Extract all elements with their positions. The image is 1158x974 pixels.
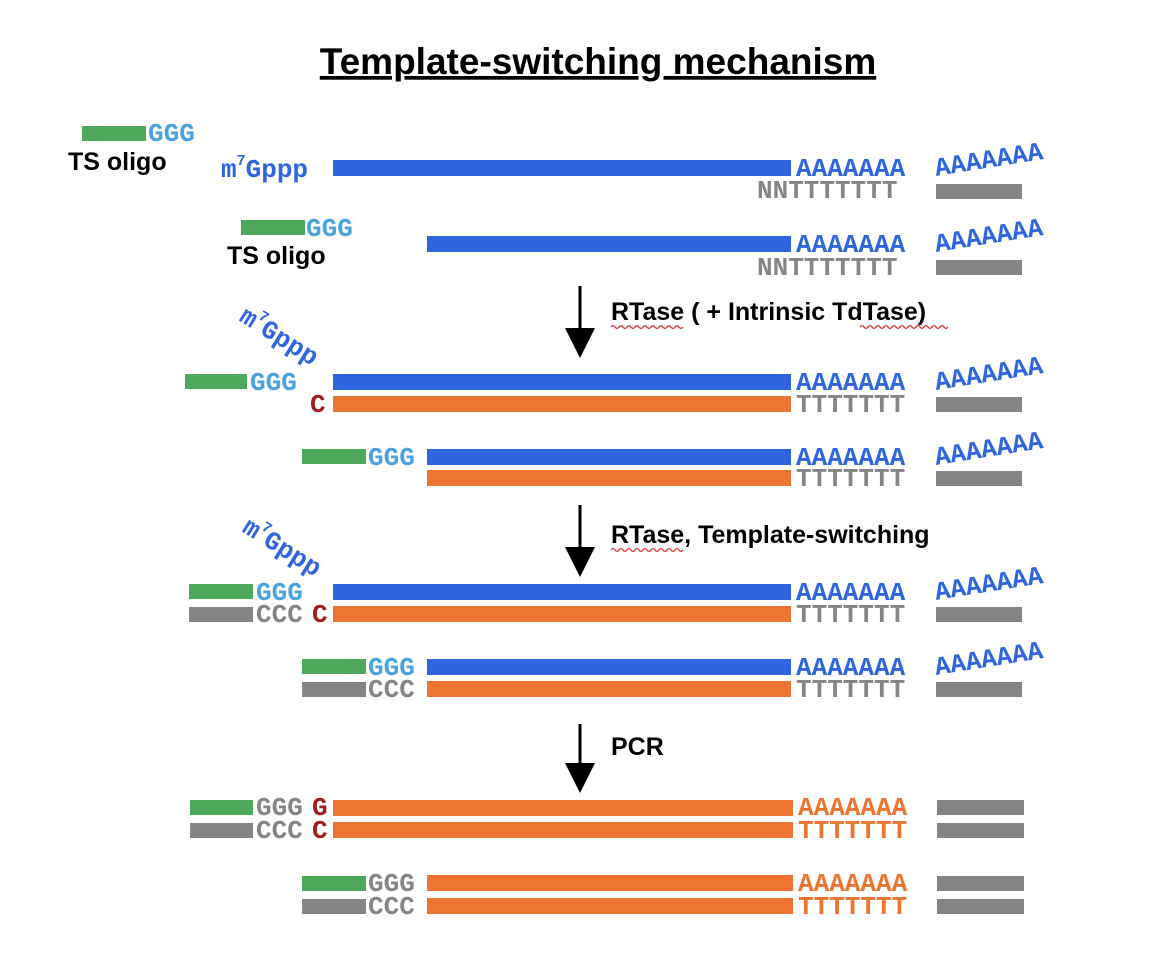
primer-bar	[936, 397, 1022, 412]
ts-oligo-ggg: GGG	[368, 653, 415, 683]
primer-bar	[302, 682, 366, 697]
mrna-strand	[427, 659, 791, 675]
ts-oligo-ggg: GGG	[256, 578, 303, 608]
poly-a: AAAAAAA	[796, 578, 906, 608]
mrna-strand	[427, 449, 791, 465]
mrna-strand	[333, 374, 791, 390]
ts-oligo-bar	[302, 449, 366, 464]
poly-t: TTTTTTT	[796, 675, 905, 705]
poly-a: AAAAAAA	[796, 230, 906, 260]
extra-g: G	[312, 793, 328, 823]
cdna-strand	[333, 800, 793, 816]
ts-oligo-bar	[190, 800, 253, 815]
spellcheck-underline	[610, 324, 684, 330]
step-3-arrow: PCR	[565, 724, 664, 793]
row-1-full-mrna: GGG TS oligo m7Gppp AAAAAAA AAAAAAA NNTT…	[68, 119, 1046, 206]
row-5-full-switched: m7Gppp GGG AAAAAAA AAAAAAA CCC C TTTTTTT	[189, 511, 1046, 630]
primer-bar	[936, 184, 1022, 199]
poly-t: TTTTTTT	[798, 816, 907, 846]
step-3-label: PCR	[611, 733, 664, 761]
primer-bar	[936, 260, 1022, 275]
poly-a-tail: AAAAAAA	[933, 351, 1046, 398]
ts-oligo-bar	[302, 876, 366, 891]
mrna-cap: m7Gppp	[221, 153, 308, 185]
poly-t: TTTTTTT	[796, 600, 905, 630]
primer-bar	[937, 876, 1024, 891]
page-title: Template-switching mechanism	[320, 41, 877, 82]
extra-c: C	[312, 600, 328, 630]
mrna-cap-flipped: m7Gppp	[237, 511, 328, 584]
mrna-cap-flipped: m7Gppp	[234, 300, 325, 373]
poly-a-tail: AAAAAAA	[933, 561, 1046, 608]
oligo-dt: NNTTTTTTT	[757, 253, 897, 283]
ts-oligo-bar	[82, 126, 146, 141]
poly-a-tail: AAAAAAA	[933, 426, 1046, 473]
primer-bar	[190, 823, 253, 838]
step-2-label: RTase, Template-switching	[611, 521, 930, 549]
cdna-strand	[427, 681, 791, 697]
ccc: CCC	[368, 675, 415, 705]
cdna-strand	[333, 606, 791, 622]
ccc: CCC	[256, 600, 303, 630]
poly-a: AAAAAAA	[796, 368, 906, 398]
poly-t: TTTTTTT	[798, 892, 907, 922]
ts-oligo-label: TS oligo	[68, 148, 167, 176]
poly-a: AAAAAAA	[796, 443, 906, 473]
mrna-strand	[427, 236, 791, 252]
ts-oligo-ggg: GGG	[148, 119, 195, 149]
mrna-strand	[333, 584, 791, 600]
ts-oligo-ggg: GGG	[250, 368, 297, 398]
poly-a: AAAAAAA	[796, 154, 906, 184]
ts-oligo-bar	[185, 374, 247, 389]
ts-oligo-bar	[241, 220, 305, 235]
step-1-arrow: RTase ( + Intrinsic TdTase)	[565, 286, 949, 358]
row-8-pcr-degraded: GGG AAAAAAA CCC TTTTTTT	[302, 869, 1024, 922]
primer-bar	[936, 471, 1022, 486]
poly-a-tail: AAAAAAA	[933, 213, 1046, 260]
step-2-arrow: RTase, Template-switching	[565, 505, 930, 577]
cdna-strand	[427, 470, 791, 486]
poly-t: TTTTTTT	[796, 390, 905, 420]
row-7-pcr-full: GGG G AAAAAAA CCC C TTTTTTT	[190, 793, 1024, 846]
poly-a-tail: AAAAAAA	[933, 137, 1046, 184]
ts-oligo-label: TS oligo	[227, 242, 326, 270]
mrna-strand	[333, 160, 791, 176]
extra-c: C	[312, 816, 328, 846]
poly-a: AAAAAAA	[798, 869, 908, 899]
poly-a-tail: AAAAAAA	[933, 636, 1046, 683]
primer-bar	[302, 899, 366, 914]
poly-a: AAAAAAA	[796, 653, 906, 683]
cdna-strand	[427, 875, 793, 891]
poly-a: AAAAAAA	[798, 793, 908, 823]
primer-bar	[937, 823, 1024, 838]
row-2-degraded-mrna: GGG TS oligo AAAAAAA AAAAAAA NNTTTTTTT	[227, 213, 1046, 283]
primer-bar	[936, 607, 1022, 622]
ggg: GGG	[368, 869, 415, 899]
extra-c: C	[310, 390, 326, 420]
primer-bar	[189, 607, 253, 622]
step-1-label: RTase ( + Intrinsic TdTase)	[611, 298, 926, 326]
ggg: GGG	[256, 793, 303, 823]
ts-oligo-ggg: GGG	[368, 443, 415, 473]
cdna-strand	[427, 898, 793, 914]
primer-bar	[936, 682, 1022, 697]
spellcheck-underline	[610, 547, 684, 553]
ccc: CCC	[256, 816, 303, 846]
cdna-strand	[333, 396, 791, 412]
ccc: CCC	[368, 892, 415, 922]
primer-bar	[937, 800, 1024, 815]
ts-oligo-ggg: GGG	[306, 214, 353, 244]
row-6-degraded-switched: GGG AAAAAAA AAAAAAA CCC TTTTTTT	[302, 636, 1046, 705]
ts-oligo-bar	[189, 584, 253, 599]
cdna-strand	[333, 822, 793, 838]
spellcheck-underline	[859, 324, 949, 330]
oligo-dt: NNTTTTTTT	[757, 176, 897, 206]
row-4-degraded-rt: GGG AAAAAAA AAAAAAA TTTTTTT	[302, 426, 1046, 494]
poly-t: TTTTTTT	[796, 464, 905, 494]
primer-bar	[937, 899, 1024, 914]
ts-oligo-bar	[302, 659, 366, 674]
